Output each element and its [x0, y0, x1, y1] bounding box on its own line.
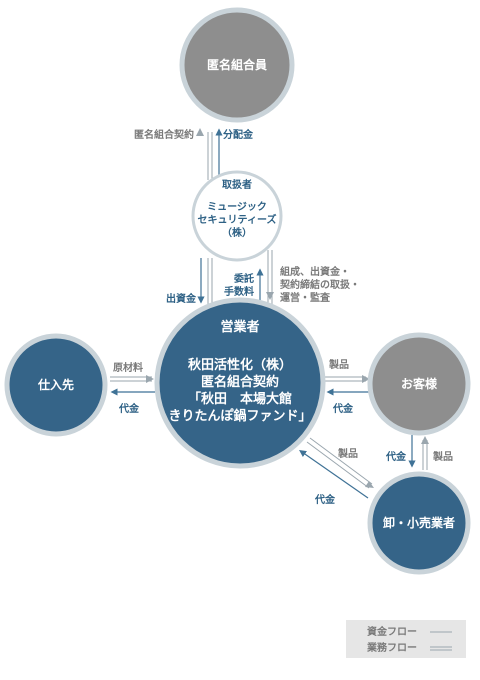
handler-title: 取扱者	[222, 178, 252, 191]
handler-name-line2: セキュリティーズ	[198, 213, 277, 226]
node-customers: お客様	[367, 332, 471, 436]
flow-operator-customers	[325, 375, 370, 396]
flow-label-payment-supplier: 代金	[118, 402, 140, 415]
node-supplier: 仕入先	[4, 333, 108, 437]
handler-name-line1: ミュージック	[207, 201, 267, 213]
node-operator: 営業者 秋田活性化（株） 匿名組合契約 「秋田 本場大館 きりたんぽ鍋ファンド」	[154, 297, 326, 469]
flow-operator-retailers	[299, 437, 374, 499]
investors-label: 匿名組合員	[207, 57, 267, 72]
flow-label-product-retailer: 製品	[337, 447, 358, 460]
flow-label-payment-retail-up: 代金	[385, 450, 407, 463]
flow-handler-operator	[197, 250, 274, 305]
legend-fund-label: 資金フロー	[367, 625, 417, 638]
flow-label-product-customer: 製品	[328, 358, 349, 371]
handler-name-line3: （株）	[222, 226, 252, 239]
operator-title: 営業者	[220, 319, 259, 335]
flow-label-payment-retailer: 代金	[314, 493, 336, 506]
operator-line3: 「秋田 本場大館	[188, 391, 292, 407]
legend: 資金フロー 業務フロー	[346, 620, 466, 658]
node-retailers: 卸・小売業者	[367, 471, 471, 575]
flow-label-services-1: 組成、出資金・	[280, 265, 350, 278]
flow-retailers-customers	[408, 435, 429, 470]
flow-investors-handler	[196, 128, 223, 180]
flow-label-services-2: 契約締結の取扱・	[280, 278, 360, 291]
customers-label: お客様	[401, 376, 438, 391]
retailers-label: 卸・小売業者	[383, 515, 455, 530]
node-investors: 匿名組合員	[179, 7, 295, 123]
flow-label-services-3: 運営・監査	[280, 291, 331, 304]
operator-line1: 秋田活性化（株）	[188, 357, 292, 373]
flow-label-investment: 出資金	[166, 292, 197, 305]
flow-label-product-retail-customer: 製品	[432, 450, 453, 463]
flow-label-contract: 匿名組合契約	[134, 128, 194, 141]
supplier-label: 仕入先	[37, 377, 74, 392]
node-handler: 取扱者 ミュージック セキュリティーズ （株）	[191, 170, 283, 262]
legend-business-label: 業務フロー	[366, 641, 417, 654]
flow-label-payment-customer: 代金	[332, 402, 354, 415]
flow-label-commission-2: 手数料	[224, 285, 254, 298]
flow-label-distribution: 分配金	[223, 128, 254, 141]
flow-label-commission-1: 委託	[233, 272, 254, 285]
operator-line4: きりたんぽ鍋ファンド」	[168, 408, 311, 424]
flow-label-raw-materials: 原材料	[113, 361, 143, 374]
operator-line2: 匿名組合契約	[201, 374, 279, 390]
flow-supplier-operator	[110, 375, 155, 396]
